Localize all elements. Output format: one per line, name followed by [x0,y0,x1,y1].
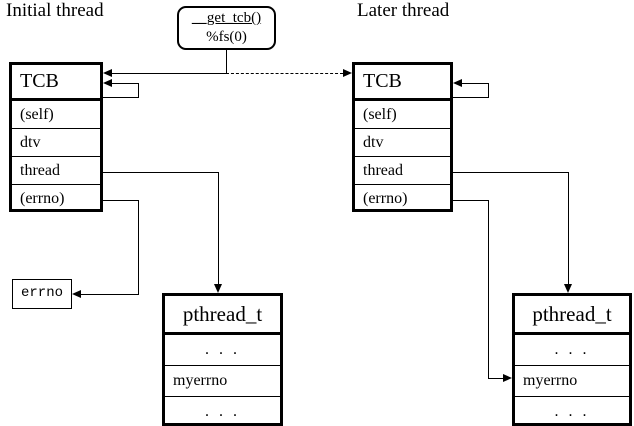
tcb-later-header: TCB [355,65,450,100]
pthread-initial-header: pthread_t [165,296,280,334]
selfloop-initial-bottom [103,97,139,98]
selfloop-later-top [462,83,489,84]
errnoptr-later-horizontal-out [453,200,489,201]
selfloop-later-bottom [453,97,489,98]
errnoptr-later-horizontal-in [488,378,503,379]
threadptr-initial-vertical [218,172,219,284]
tcb-initial-row-dtv: dtv [12,128,100,156]
errno-label: errno [20,285,63,301]
get-tcb-segment-label: %fs(0) [206,29,247,45]
tcb-initial-box: TCB (self) dtv thread (errno) [9,62,103,212]
pthread-initial-box: pthread_t . . . myerrno . . . [162,293,283,426]
tcb-later-row-self: (self) [355,100,450,128]
tcb-initial-row-thread: thread [12,156,100,184]
pthread-later-row-ellipsis-top: . . . [515,334,629,365]
arrowhead-later-tcb-left [343,68,352,77]
threadptr-initial-horizontal [103,172,219,173]
tcb-later-row-dtv: dtv [355,128,450,156]
link-gettcb-to-initial-tcb [112,73,226,74]
errnoptr-later-vertical [488,200,489,378]
arrowhead-errno-box [72,289,81,298]
get-tcb-bubble: __get_tcb() %fs(0) [177,6,276,50]
errnoptr-initial-horizontal-in [81,294,139,295]
pthread-later-row-myerrno: myerrno [515,365,629,396]
arrowhead-selfloop-initial [103,78,112,87]
title-later-thread: Later thread [357,0,450,21]
arrowhead-threadptr-later [563,284,572,293]
selfloop-initial-right [138,83,139,97]
pthread-initial-row-ellipsis-top: . . . [165,334,280,365]
pthread-later-box: pthread_t . . . myerrno . . . [512,293,632,426]
tcb-later-row-errno: (errno) [355,184,450,212]
pthread-later-header: pthread_t [515,296,629,334]
pthread-initial-row-ellipsis-bottom: . . . [165,396,280,426]
pthread-later-row-ellipsis-bottom: . . . [515,396,629,426]
tcb-later-box: TCB (self) dtv thread (errno) [352,62,453,212]
get-tcb-function-label: __get_tcb() [191,10,262,26]
errnoptr-initial-vertical [138,200,139,294]
arrowhead-threadptr-initial [213,284,222,293]
selfloop-later-right [488,83,489,97]
title-initial-thread: Initial thread [6,0,104,21]
pthread-initial-row-myerrno: myerrno [165,365,280,396]
link-gettcb-to-later-tcb-dashed [226,73,343,74]
errno-variable-box: errno [12,279,72,309]
tcb-initial-row-errno: (errno) [12,184,100,212]
arrowhead-selfloop-later [453,78,462,87]
tcb-initial-row-self: (self) [12,100,100,128]
threadptr-later-horizontal [453,172,569,173]
tcb-later-row-thread: thread [355,156,450,184]
errnoptr-initial-horizontal-out [103,200,139,201]
selfloop-initial-top [112,83,139,84]
tcb-initial-header: TCB [12,65,100,100]
get-tcb-stem [226,50,227,73]
arrowhead-later-myerrno [503,373,512,382]
arrowhead-initial-tcb-top [103,68,112,77]
threadptr-later-vertical [568,172,569,284]
